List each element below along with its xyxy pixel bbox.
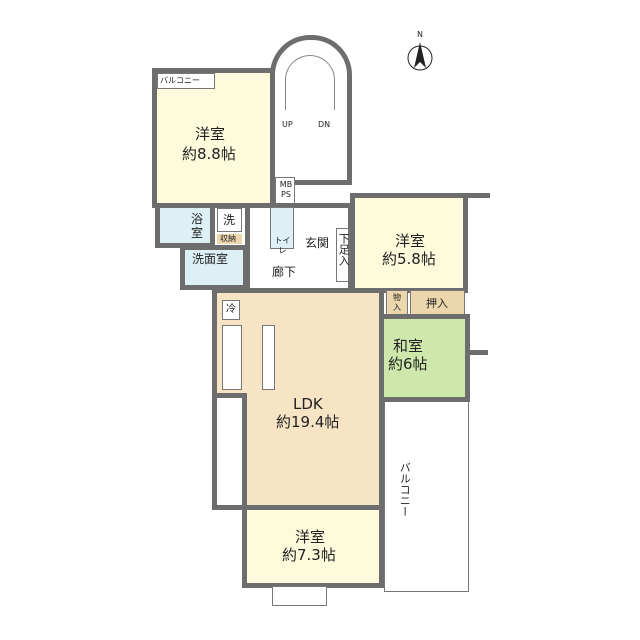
stair-up-label: UP bbox=[282, 120, 293, 129]
japanese-size: 約6帖 bbox=[388, 355, 428, 373]
wall-stub bbox=[465, 193, 490, 198]
balcony-large bbox=[384, 402, 469, 592]
entrance-label: 玄関 bbox=[305, 236, 330, 250]
wall-stub bbox=[468, 350, 488, 355]
washroom-label: 洗面室 bbox=[192, 252, 229, 266]
fridge: 冷 bbox=[222, 300, 240, 320]
oshiire-label: 押入 bbox=[426, 297, 448, 310]
mbps: MB PS bbox=[275, 177, 295, 205]
stair-dn-label: DN bbox=[318, 120, 331, 129]
ldk-name: LDK bbox=[293, 395, 323, 413]
closet-label: 物入 bbox=[393, 293, 401, 312]
shoe-cabinet-label: 下足入 bbox=[337, 233, 351, 266]
western3-size: 約7.3帖 bbox=[282, 546, 336, 564]
bathroom bbox=[155, 203, 215, 248]
fridge-label: 冷 bbox=[226, 304, 236, 315]
north-label: N bbox=[417, 30, 423, 39]
shoe-cabinet: 下足入 bbox=[336, 228, 350, 282]
laundry-space: 洗 bbox=[217, 208, 242, 232]
room-western-5-8 bbox=[350, 193, 468, 293]
bath-label: 浴室 bbox=[190, 212, 203, 241]
western2-size: 約5.8帖 bbox=[382, 250, 436, 268]
storage-small-label: 収納 bbox=[220, 234, 236, 243]
stair-icon bbox=[285, 55, 335, 110]
western1-size: 約8.8帖 bbox=[182, 145, 236, 163]
wall bbox=[242, 393, 247, 510]
hallway-label: 廊下 bbox=[272, 265, 297, 279]
small-balcony: バルコニー bbox=[157, 73, 215, 89]
toilet-label: トイレ bbox=[274, 236, 291, 255]
laundry-label: 洗 bbox=[223, 213, 236, 227]
kitchen-island bbox=[262, 325, 275, 390]
north-arrow-icon: N bbox=[405, 30, 435, 77]
oshiire: 押入 bbox=[410, 290, 465, 316]
western2-name: 洋室 bbox=[395, 232, 426, 250]
small-balcony-label: バルコニー bbox=[160, 76, 200, 85]
toilet: トイレ bbox=[270, 207, 294, 255]
room-western-7-3 bbox=[242, 505, 384, 588]
closet: 物入 bbox=[386, 290, 408, 316]
wall bbox=[212, 393, 247, 398]
mbps-label: MB PS bbox=[279, 180, 293, 199]
western3-name: 洋室 bbox=[295, 528, 326, 546]
japanese-name: 和室 bbox=[393, 337, 424, 355]
balcony-large-label: バルコニー bbox=[398, 462, 412, 517]
kitchen-counter bbox=[222, 325, 242, 390]
storage-small: 収納 bbox=[217, 234, 242, 244]
western1-name: 洋室 bbox=[195, 125, 226, 143]
ldk-size: 約19.4帖 bbox=[276, 413, 340, 431]
room-western-8-8 bbox=[152, 68, 275, 208]
bay-window bbox=[272, 586, 327, 606]
